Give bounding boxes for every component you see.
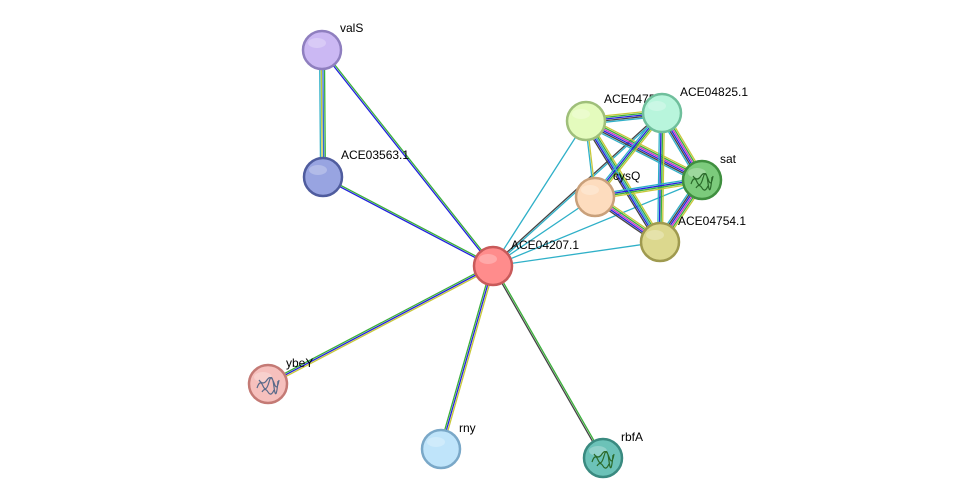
node-label: ybeY <box>286 356 313 370</box>
edge-ACE04207.1-ybeY <box>266 263 495 387</box>
node-ACE03563.1[interactable]: ACE03563.1 <box>302 148 409 198</box>
edge-evidence-line <box>493 264 605 459</box>
node-label: ACE04825.1 <box>680 85 748 99</box>
edge-evidence-line <box>656 112 661 243</box>
edge-evidence-line <box>492 179 703 267</box>
protein-structure-icon <box>591 450 615 469</box>
node-label: cysQ <box>613 169 640 183</box>
node-ACE04207.1[interactable]: ACE04207.1 <box>472 238 579 287</box>
edge-ACE04207.1-rbfA <box>491 264 605 460</box>
edge-evidence-line <box>320 49 494 268</box>
node-label: ACE03563.1 <box>341 148 409 162</box>
node-label: ACE04754.1 <box>678 214 746 228</box>
node-highlight <box>427 437 445 447</box>
edge-evidence-line <box>585 120 661 243</box>
node-label: sat <box>720 152 737 166</box>
edge-ACE04207.1-ACE04754.1 <box>492 241 661 267</box>
edge-evidence-line <box>268 266 495 387</box>
edge-evidence-line <box>492 241 661 267</box>
node-rbfA[interactable]: rbfA <box>582 430 643 479</box>
edge-evidence-line <box>586 119 663 242</box>
edge-ACE04825.1-ACE04754.1 <box>656 112 666 243</box>
node-sat[interactable]: sat <box>681 152 737 201</box>
edge-evidence-line <box>584 122 702 183</box>
edge-evidence-line <box>492 120 587 267</box>
edge-evidence-line <box>318 49 322 178</box>
node-circle[interactable] <box>301 29 343 71</box>
edge-evidence-line <box>321 177 494 268</box>
node-circle[interactable] <box>472 245 514 287</box>
edge-ACE04752-ACE04754.1 <box>582 118 664 245</box>
edge-evidence-line <box>588 118 664 241</box>
node-highlight <box>572 109 590 119</box>
edge-ACE04752-ACE04754.1 <box>585 120 661 243</box>
edge-ACE04207.1-rny <box>438 264 496 451</box>
edge-evidence-line <box>491 265 603 460</box>
node-circle[interactable] <box>302 156 344 198</box>
node-highlight <box>648 101 666 111</box>
edge-evidence-line <box>658 112 662 243</box>
edge-ACE04207.1-ACE04752 <box>492 120 587 267</box>
edge-evidence-line <box>583 121 660 244</box>
edge-evidence-line <box>438 264 493 450</box>
node-circle[interactable] <box>641 92 683 134</box>
node-circle[interactable] <box>565 100 607 142</box>
node-label: rbfA <box>621 430 643 444</box>
edge-valS-ACE04207.1 <box>320 48 495 268</box>
node-highlight <box>581 185 599 195</box>
node-layer: valSACE03563.1ACE04207.1ACE0475…ACE04825… <box>247 21 748 479</box>
edge-evidence-line <box>586 118 704 179</box>
node-cysQ[interactable]: cysQ <box>574 169 640 218</box>
node-circle[interactable] <box>574 176 616 218</box>
node-ACE04754.1[interactable]: ACE04754.1 <box>639 214 746 263</box>
node-highlight <box>309 165 327 175</box>
node-circle[interactable] <box>420 428 462 470</box>
edge-valS-ACE03563.1 <box>318 49 327 178</box>
node-label: rny <box>459 421 476 435</box>
node-label: valS <box>340 21 363 35</box>
node-rny[interactable]: rny <box>420 421 476 470</box>
node-highlight <box>646 230 664 240</box>
edge-evidence-line <box>441 265 496 451</box>
edge-evidence-line <box>492 196 596 267</box>
node-highlight <box>308 38 326 48</box>
edge-evidence-line <box>582 122 658 245</box>
edge-evidence-line <box>267 265 494 385</box>
protein-structure-icon <box>690 172 714 191</box>
edge-ACE04752-sat <box>583 116 705 185</box>
node-highlight <box>479 254 497 264</box>
edge-ACE04207.1-sat <box>492 179 703 267</box>
edge-evidence-line <box>323 49 327 178</box>
edge-evidence-line <box>660 112 664 243</box>
edge-evidence-line <box>583 123 701 185</box>
edge-evidence-line <box>320 49 323 178</box>
node-label: ACE04207.1 <box>511 238 579 252</box>
edge-evidence-line <box>322 49 325 178</box>
edge-evidence-line <box>322 175 495 266</box>
node-ACE04825.1[interactable]: ACE04825.1 <box>641 85 748 134</box>
edge-evidence-line <box>266 263 493 384</box>
node-circle[interactable] <box>639 221 681 263</box>
protein-structure-icon <box>256 376 280 395</box>
edge-ACE04207.1-cysQ <box>492 196 596 267</box>
edge-evidence-line <box>440 265 494 450</box>
node-valS[interactable]: valS <box>301 21 363 71</box>
edge-evidence-line <box>321 48 495 267</box>
edge-evidence-line <box>661 112 666 243</box>
edge-evidence-line <box>587 116 705 178</box>
node-ybeY[interactable]: ybeY <box>247 356 313 405</box>
edge-ACE03563.1-ACE04207.1 <box>321 175 495 268</box>
edge-evidence-line <box>584 121 703 182</box>
edge-evidence-line <box>585 119 704 180</box>
